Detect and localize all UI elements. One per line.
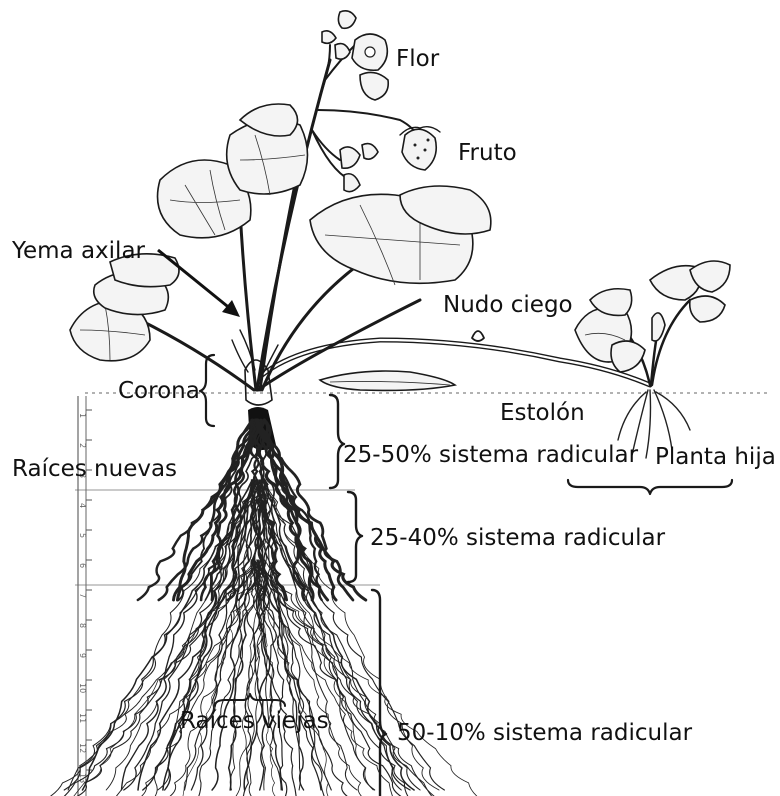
root-strand (165, 480, 264, 790)
ruler-number: 5 (78, 533, 87, 538)
label-zona-3: 50-10% sistema radicular (397, 720, 693, 746)
ruler-number: 10 (78, 683, 87, 693)
label-flor: Flor (396, 46, 440, 72)
label-corona: Corona (118, 378, 200, 404)
fruit (400, 127, 440, 170)
ruler-number: 8 (78, 623, 87, 628)
ruler-number: 6 (78, 563, 87, 568)
label-raices-nuevas: Raíces nuevas (12, 456, 177, 482)
ruler-number: 7 (78, 593, 87, 598)
ruler-number: 1 (78, 413, 87, 418)
ruler-number: 9 (78, 653, 87, 658)
ruler-number: 4 (78, 503, 87, 508)
leaf-stolon (320, 371, 455, 390)
label-yema-axilar: Yema axilar (11, 238, 146, 264)
zona-1-brace (330, 395, 344, 488)
root-strand (265, 560, 439, 796)
zona-2-brace (348, 492, 362, 582)
corona-brace (200, 355, 214, 426)
root-strand (138, 420, 258, 600)
ruler-number: 11 (78, 713, 87, 723)
label-planta-hija: Planta hija (655, 444, 776, 470)
zona-3-brace (372, 590, 386, 796)
root-strand (254, 560, 435, 796)
ruler-number: 2 (78, 443, 87, 448)
daughter-plant (575, 261, 730, 458)
label-zona-1: 25-50% sistema radicular (343, 442, 639, 468)
label-raices-viejas: Raíces viejas (180, 708, 329, 734)
planta-hija-brace (568, 480, 732, 494)
label-zona-2: 25-40% sistema radicular (370, 525, 666, 551)
label-nudo-ciego: Nudo ciego (443, 292, 573, 318)
ruler-number: 12 (78, 743, 87, 753)
label-estolon: Estolón (500, 400, 585, 426)
nudo-ciego-node (472, 331, 484, 341)
label-fruto: Fruto (458, 140, 517, 166)
